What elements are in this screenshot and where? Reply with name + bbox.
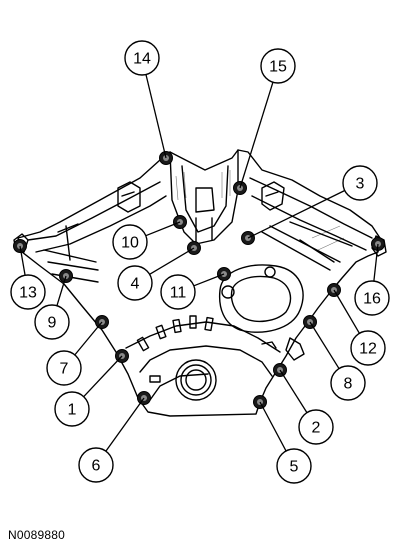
callout-label: 12 <box>359 341 377 358</box>
leader-line-9 <box>56 275 67 306</box>
callout-3: 3 <box>342 165 378 201</box>
leader-lines <box>19 74 379 452</box>
callout-9: 9 <box>34 304 70 340</box>
callout-label: 6 <box>92 458 101 475</box>
callout-bubble <box>354 280 390 316</box>
callout-bubble <box>330 365 366 401</box>
callout-1: 1 <box>54 391 90 427</box>
leader-line-16 <box>373 243 379 282</box>
leader-line-1 <box>83 355 123 398</box>
callout-label: 10 <box>121 235 139 252</box>
callout-bubble <box>342 165 378 201</box>
callout-4: 4 <box>117 265 153 301</box>
callout-label: 4 <box>131 276 140 293</box>
callout-label: 1 <box>68 402 77 419</box>
callout-label: 5 <box>290 459 299 476</box>
callout-label: 8 <box>344 376 353 393</box>
callout-bubble <box>112 224 148 260</box>
bolt-3 <box>241 231 255 245</box>
leader-line-3 <box>247 189 346 239</box>
callout-15: 15 <box>260 48 296 84</box>
figure-id: N0089880 <box>8 528 65 542</box>
callout-bubble <box>54 391 90 427</box>
leader-line-6 <box>105 397 145 452</box>
callout-bubble <box>298 409 334 445</box>
callout-label: 7 <box>60 361 69 378</box>
leader-line-8 <box>309 321 340 369</box>
callout-label: 16 <box>363 291 381 308</box>
cover-shading <box>175 170 345 251</box>
callout-label: 9 <box>48 315 57 332</box>
callout-5: 5 <box>276 448 312 484</box>
leader-line-10 <box>145 221 181 237</box>
callout-16: 16 <box>354 280 390 316</box>
callout-14: 14 <box>124 40 160 76</box>
callout-bubble <box>34 304 70 340</box>
callout-bubble <box>10 274 46 310</box>
leader-line-7 <box>74 321 103 356</box>
callout-13: 13 <box>10 274 46 310</box>
callout-bubble <box>260 48 296 84</box>
callout-label: 3 <box>356 176 365 193</box>
callout-label: 11 <box>170 285 187 302</box>
leader-line-14 <box>145 74 167 159</box>
callout-8: 8 <box>330 365 366 401</box>
leader-line-15 <box>239 82 274 189</box>
callout-11: 11 <box>160 274 196 310</box>
leader-line-11 <box>193 273 225 287</box>
callout-label: 13 <box>19 285 37 302</box>
callout-12: 12 <box>350 330 386 366</box>
cover-outline <box>13 149 387 417</box>
leader-line-12 <box>333 289 360 334</box>
callout-bubble <box>46 350 82 386</box>
callout-6: 6 <box>78 447 114 483</box>
leader-line-2 <box>279 369 308 413</box>
callout-label: 15 <box>269 59 287 76</box>
callout-label: 14 <box>133 51 151 68</box>
callout-10: 10 <box>112 224 148 260</box>
callout-bubble <box>124 40 160 76</box>
callout-bubble <box>350 330 386 366</box>
callout-label: 2 <box>312 420 321 437</box>
leader-line-4 <box>149 247 195 275</box>
leader-line-13 <box>19 245 26 276</box>
callout-2: 2 <box>298 409 334 445</box>
callout-bubble <box>160 274 196 310</box>
callout-bubble <box>117 265 153 301</box>
callout-7: 7 <box>46 350 82 386</box>
callout-bubble <box>78 447 114 483</box>
leader-line-5 <box>259 401 287 452</box>
callout-bubble <box>276 448 312 484</box>
